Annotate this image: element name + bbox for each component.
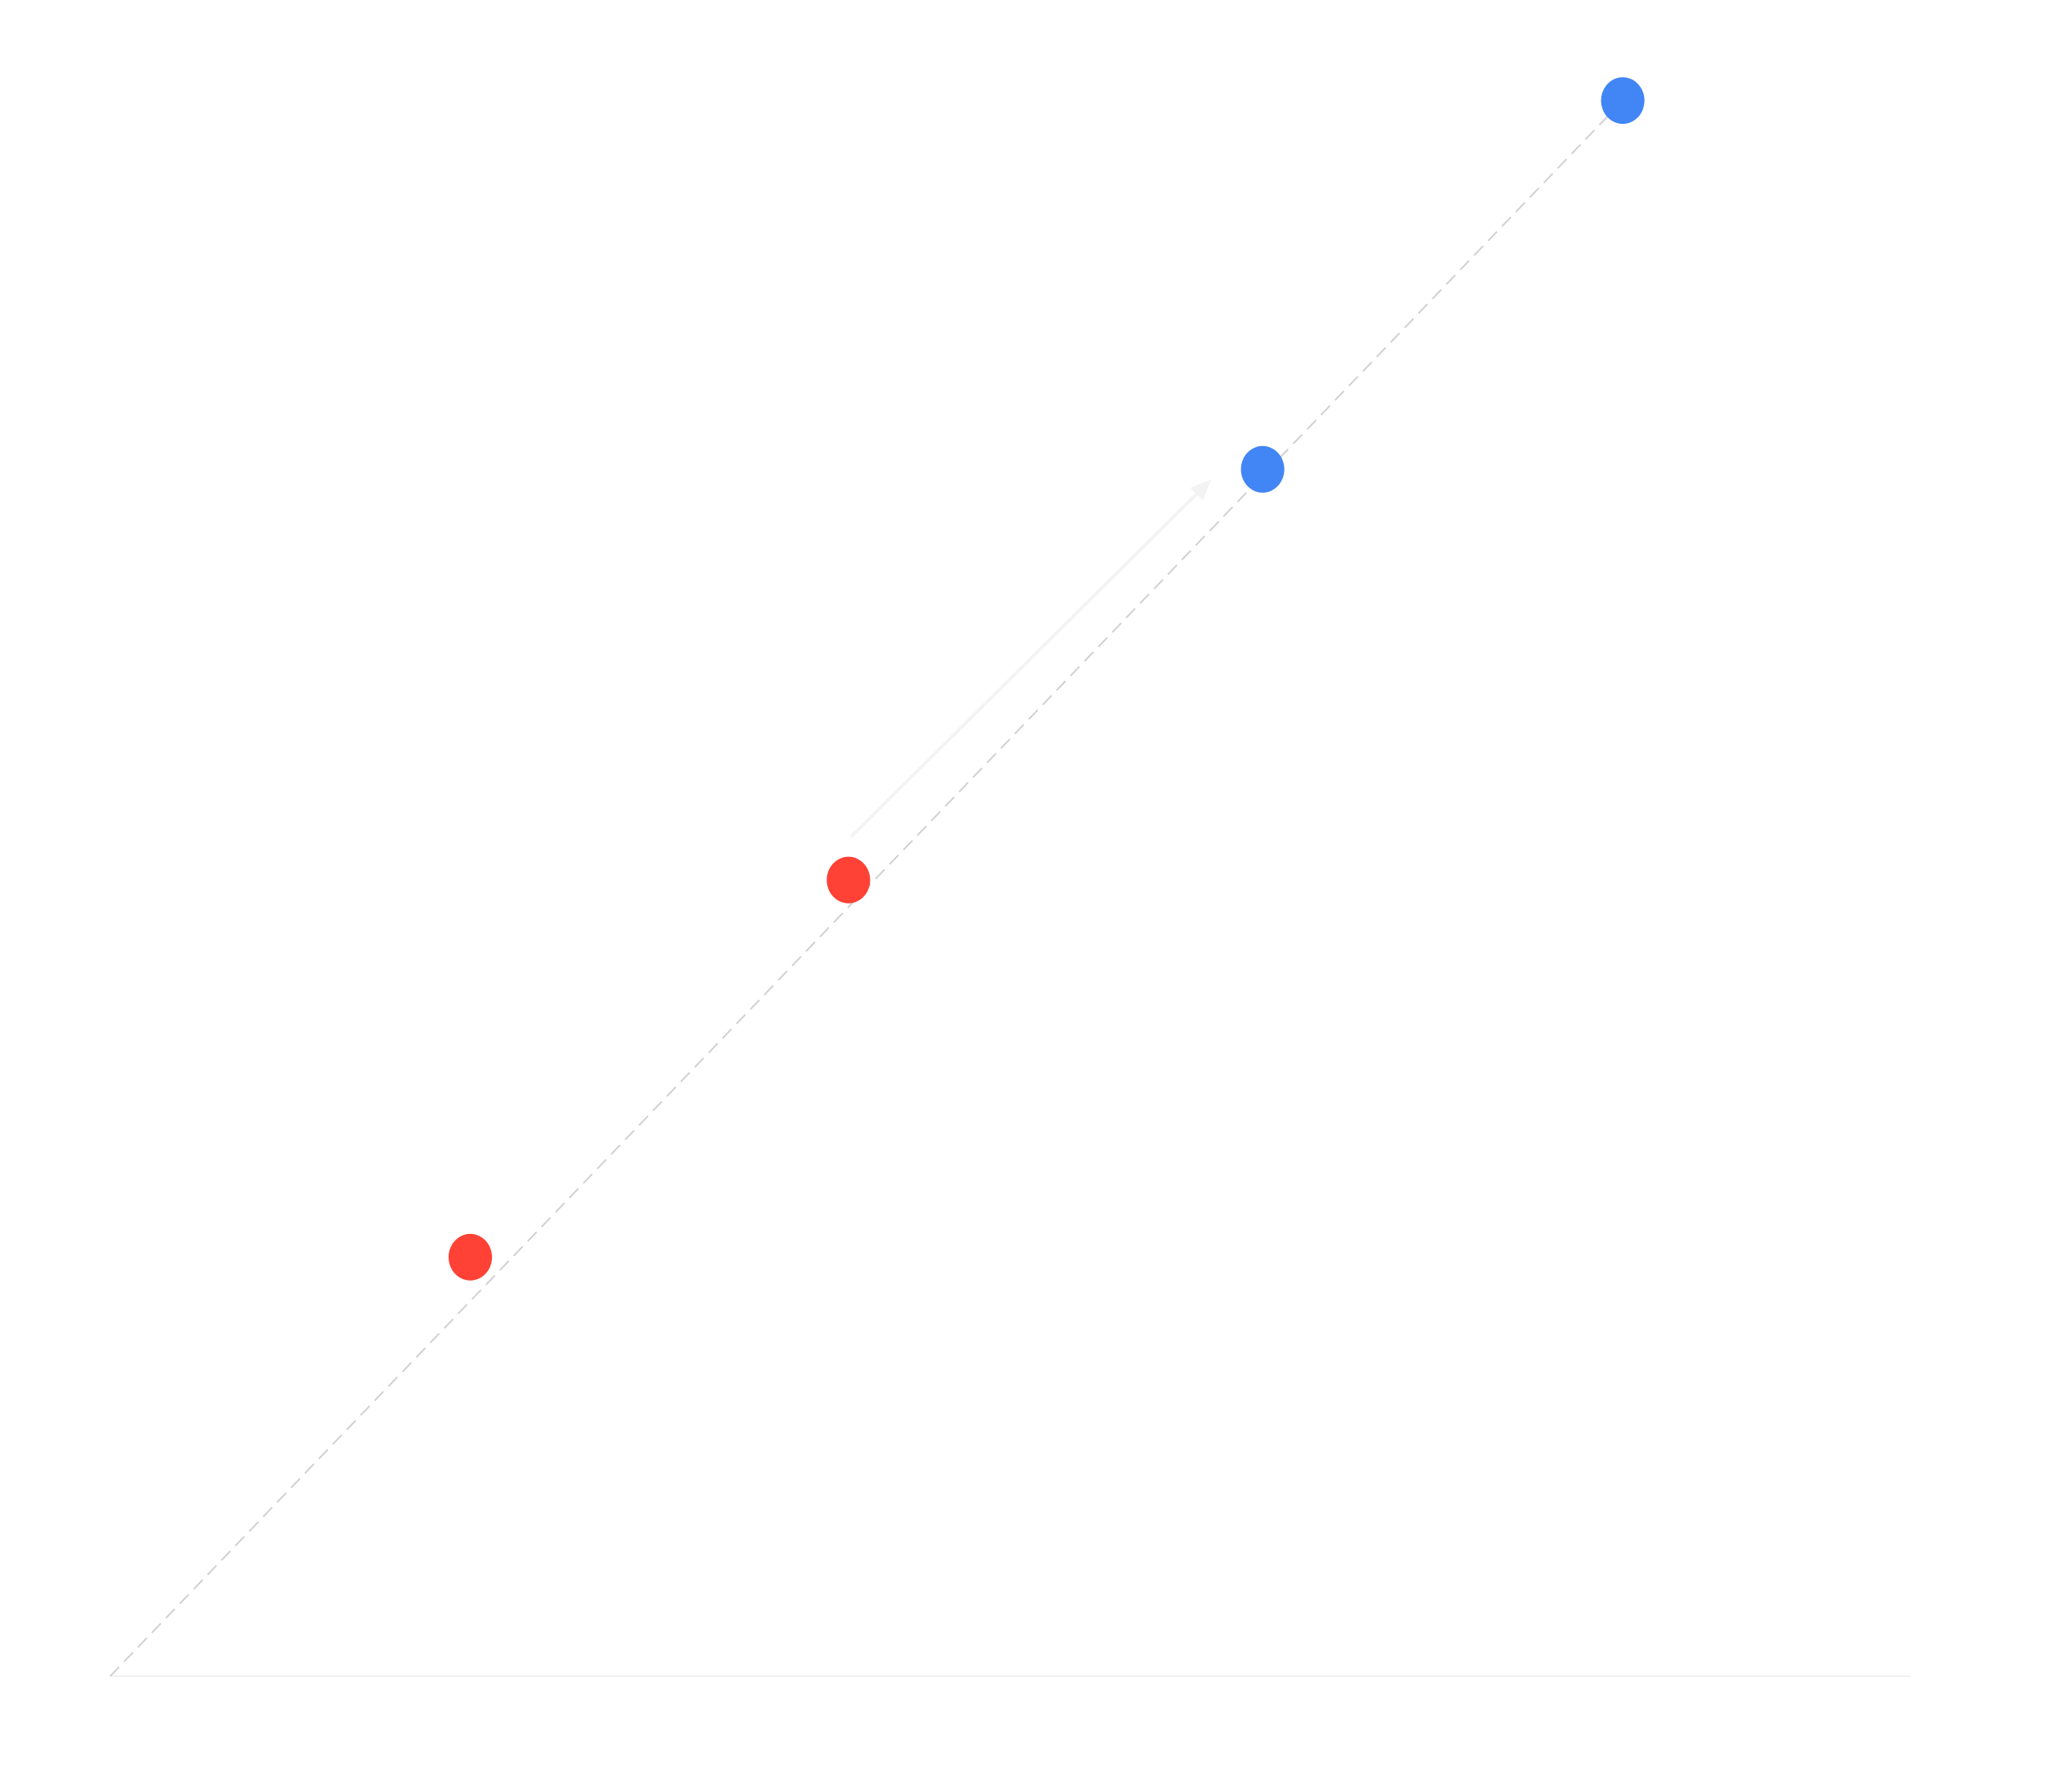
- point-label-experiential-platform-line-1: Experiential: [1675, 67, 2020, 134]
- gap-arrow-shaft: [850, 493, 1198, 839]
- point-basic-services: [826, 856, 871, 904]
- point-label-basic-services-line-2: Services: [900, 930, 1144, 998]
- y-tick-label-commodity: Commodity: [2, 1344, 59, 1622]
- gap-arrow-head: [1190, 479, 1211, 501]
- point-label-commodity-space-line-2: Space: [522, 1307, 698, 1375]
- point-commodity-space: [449, 1233, 492, 1281]
- axes: Market Pricing Premium Commodity Positioning…: [2, 103, 1911, 1789]
- point-label-basic-services-line-1: Basic: [900, 847, 1053, 914]
- y-axis-label: Positioning: [2, 745, 59, 1007]
- point-label-commodity-space-line-1: Commodity: [522, 1224, 855, 1291]
- x-tick-label-market: Market: [113, 1733, 278, 1789]
- y-tick-label-differentiated: Differentiated: [2, 103, 59, 437]
- point-experiential-operations: [1240, 445, 1285, 493]
- annotation-layer: The Experience Gap: [399, 479, 1211, 839]
- x-axis-label: Pricing: [906, 1733, 1068, 1789]
- point-experiential-platform: [1601, 77, 1645, 125]
- point-label-experiential-operations-line-2: Operations: [1314, 519, 1633, 587]
- point-label-experiential-platform-line-2: Platform: [1675, 150, 1919, 218]
- point-label-experiential-operations-line-1: Experiential: [1314, 436, 1660, 503]
- points-layer: [449, 77, 1645, 1281]
- gap-annotation-text: The Experience Gap: [399, 567, 984, 634]
- x-tick-label-premium: Premium: [1696, 1733, 1911, 1789]
